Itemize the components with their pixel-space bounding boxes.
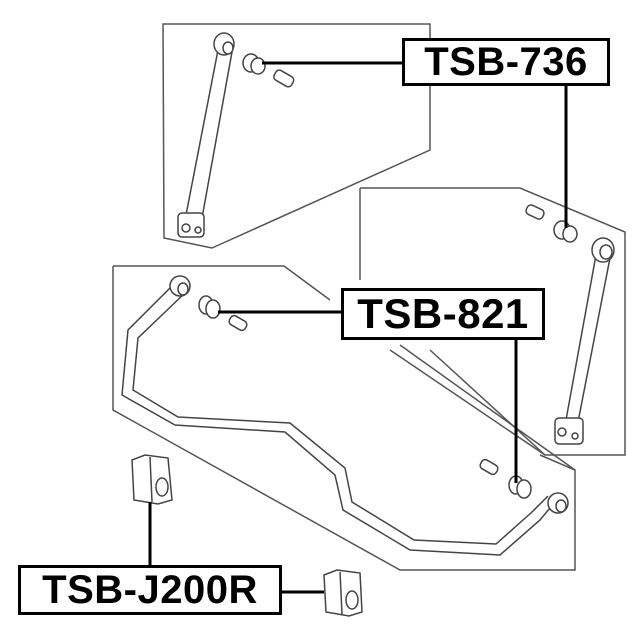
panel-right xyxy=(360,187,626,456)
panel-lower xyxy=(113,265,331,301)
mount-bushing-right xyxy=(323,569,363,617)
panel-upper-left xyxy=(162,23,431,249)
mount-bushing-left xyxy=(131,454,173,505)
part-label-tsb-736: TSB-736 xyxy=(402,38,610,86)
part-label-tsb-j200r: TSB-J200R xyxy=(18,565,282,615)
stabilizer-bar xyxy=(121,279,556,556)
part-label-tsb-821: TSB-821 xyxy=(341,288,545,340)
link-upper-left xyxy=(177,32,295,238)
link-right xyxy=(525,204,615,445)
